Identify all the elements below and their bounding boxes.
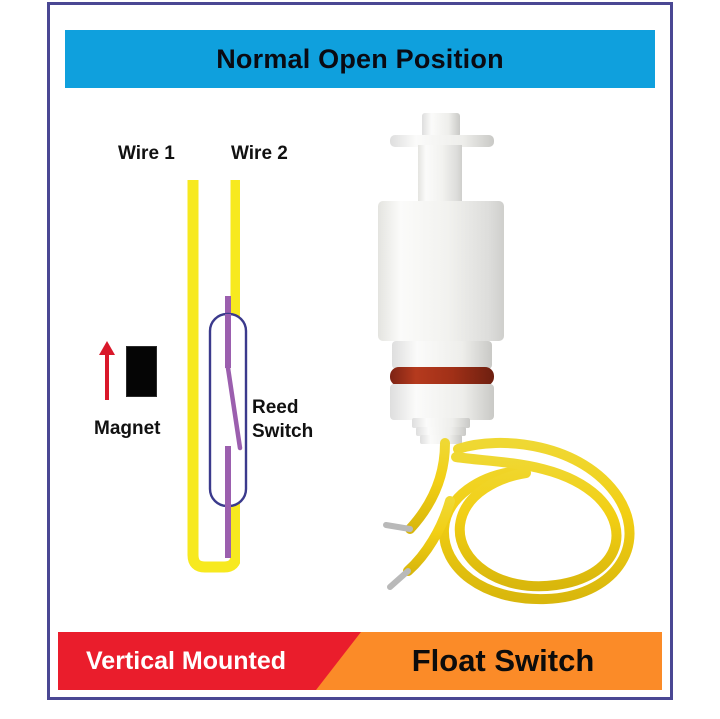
footer-right-segment: Float Switch xyxy=(316,632,662,690)
reed-switch-label: Reed Switch xyxy=(252,396,313,445)
footer-left-label: Vertical Mounted xyxy=(86,646,287,675)
wire-1-label: Wire 1 xyxy=(118,143,175,164)
title-banner: Normal Open Position xyxy=(65,30,655,88)
footer-banner: Vertical Mounted Float Switch xyxy=(58,632,662,690)
float-switch-product-photo xyxy=(378,113,635,605)
footer-right-label: Float Switch xyxy=(411,643,595,678)
reed-switch-label-line-1: Reed xyxy=(252,397,299,418)
magnet-direction-arrow-icon xyxy=(99,341,115,400)
magnet-label: Magnet xyxy=(94,418,161,439)
wire-2-label: Wire 2 xyxy=(231,143,288,164)
reed-switch-label-line-2: Switch xyxy=(252,421,314,443)
page-title: Normal Open Position xyxy=(216,43,504,74)
magnet-block xyxy=(126,346,157,397)
reed-switch-diagram xyxy=(208,296,248,558)
wire-loop-diagram xyxy=(187,180,240,573)
